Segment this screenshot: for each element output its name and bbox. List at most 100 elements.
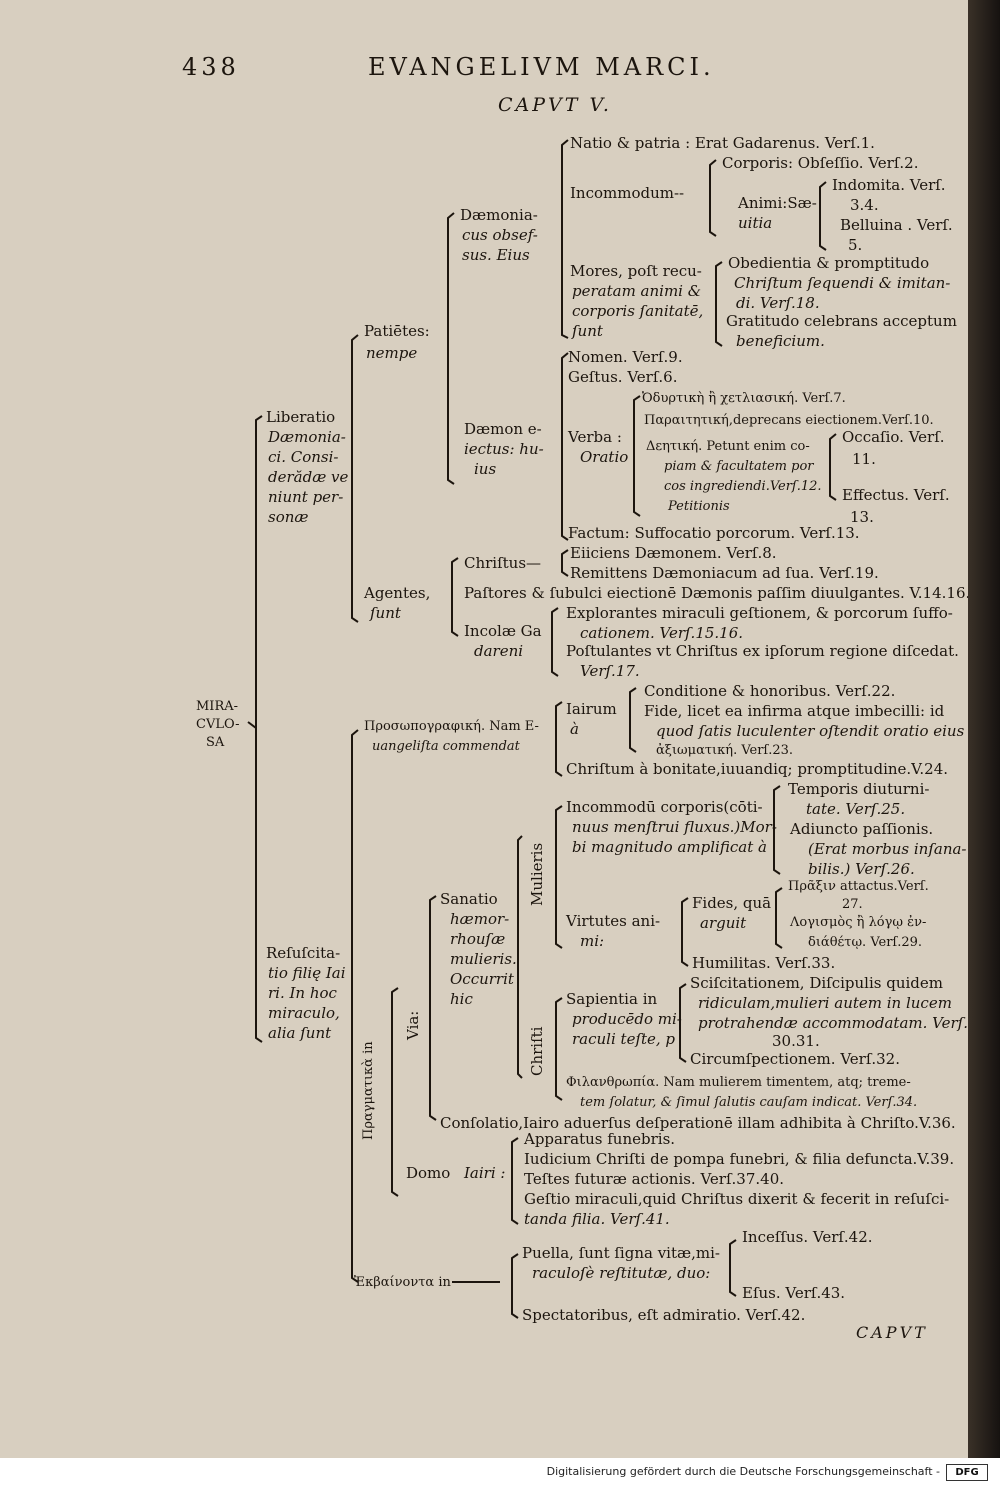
sciscitationem-4: 30.31. (772, 1032, 820, 1050)
puella-2: raculoſè reſtitutæ, duo: (532, 1264, 711, 1282)
incommodum: Incommodum-- (570, 184, 685, 202)
resuscitatio-3: ri. In hoc (268, 984, 337, 1002)
fide-1: Fide, licet ea infirma atque imbecilli: … (644, 702, 945, 720)
digitization-footer: Digitalisierung gefördert durch die Deut… (0, 1458, 1000, 1485)
christum: Chriſtum à bonitate,iuuandiq; promptitud… (566, 760, 949, 778)
domo-2: Iairi : (464, 1164, 506, 1182)
incommodu-2: nuus menſtrui fluxus.)Mor- (572, 818, 777, 836)
factum: Factum: Suffocatio porcorum. Verſ.13. (568, 524, 860, 542)
postulantes-2: Verſ.17. (580, 662, 640, 680)
dfg-logo: DFG (946, 1464, 988, 1481)
obedientia-1: Obedientia & promptitudo (728, 254, 930, 272)
sciscitationem-1: Sciſcitationem, Diſcipulis quidem (690, 974, 944, 992)
apparatus: Apparatus funebris. (524, 1130, 676, 1148)
root-label-3: SA (206, 735, 225, 750)
demoniacus-2: cus obsef- (462, 226, 538, 244)
puella-1: Puella, ſunt ſigna vitæ,mi- (522, 1244, 720, 1262)
deetike-3: cos ingrediendi.Verſ.12. (664, 479, 822, 494)
conditione: Conditione & honoribus. Verſ.22. (644, 682, 896, 700)
patientes-1: Patiētes: (364, 322, 430, 340)
mores-3: corporis ſanitatē, (572, 302, 704, 320)
humilitas: Humilitas. Verſ.33. (692, 954, 836, 972)
verba-2: Oratio (580, 448, 629, 466)
fide-3: ἀξιωματική. Verſ.23. (656, 743, 794, 758)
indomita-1: Indomita. Verſ. (832, 176, 946, 194)
testes: Teſtes futuræ actionis. Verſ.37.40. (524, 1170, 785, 1188)
iairum-2: à (570, 720, 579, 738)
animi-2: uitia (738, 214, 773, 232)
demoniacus-1: Dæmonia- (460, 206, 538, 224)
verba-1: Verba : (568, 428, 622, 446)
resuscitatio-5: alia ſunt (268, 1024, 332, 1042)
deetike-4: Petitionis (668, 499, 730, 514)
belluina-1: Belluina . Verſ. (840, 216, 953, 234)
iairum-1: Iairum (566, 700, 617, 718)
logismos-1: Λογισμὸς ἢ λόγῳ ἐν- (790, 915, 927, 930)
fides-1: Fides, quā (692, 894, 772, 912)
mores-4: ſunt (572, 322, 603, 340)
tree-brackets (247, 139, 837, 1319)
catchword: CAPVT (856, 1323, 928, 1342)
eiiciens: Eiiciens Dæmonem. Verſ.8. (570, 544, 777, 562)
greek-1: Ὀδυρτικὴ ἢ χετλιασική. Verſ.7. (642, 391, 846, 406)
christus: Chriſtus— (464, 554, 542, 572)
effectus-2: 13. (850, 508, 874, 526)
temporis-1: Temporis diuturni- (788, 780, 930, 798)
sanatio-4: mulieris. (450, 950, 517, 968)
via: Via: (404, 1010, 422, 1040)
temporis-2: tate. Verſ.25. (806, 800, 906, 818)
footer-text: Digitalisierung gefördert durch die Deut… (546, 1465, 940, 1478)
sanatio-6: hic (450, 990, 473, 1008)
obedientia-2: Chriſtum ſequendi & imitan- (734, 274, 951, 292)
natio: Natio & patria : Erat Gadarenus. Verſ.1. (570, 134, 875, 152)
explorantes-2: cationem. Verſ.15.16. (580, 624, 744, 642)
fide-2: quod ſatis luculenter oſtendit oratio ei… (656, 722, 965, 740)
fides-2: arguit (700, 914, 747, 932)
sanatio-2: hæmor- (450, 910, 510, 928)
occasio-1: Occaſio. Verſ. (842, 428, 945, 446)
gratitudo-1: Gratitudo celebrans acceptum (726, 312, 957, 330)
gestus: Geſtus. Verſ.6. (568, 368, 678, 386)
logismos-2: διάθέτῳ. Verſ.29. (808, 935, 923, 950)
deetike-1: Δεητική. Petunt enim co- (646, 439, 810, 454)
resuscitatio-2: tio filię Iai (268, 964, 346, 982)
effectus-1: Effectus. Verſ. (842, 486, 950, 504)
gestio-2: tanda filia. Verſ.41. (524, 1210, 670, 1228)
sapientia-1: Sapientia in (566, 990, 658, 1008)
page-edge-shadow (968, 0, 1000, 1458)
chapter-heading: CAPVT V. (498, 94, 612, 116)
incessus: Inceſſus. Verſ.42. (742, 1228, 873, 1246)
liberatio-4: derădæ ve (268, 468, 349, 486)
philanthropia-1: Φιλανθρωπία. Nam mulierem timentem, atq;… (566, 1075, 911, 1090)
indomita-2: 3.4. (850, 196, 879, 214)
domo-1: Domo (406, 1164, 451, 1182)
remittens: Remittens Dæmoniacum ad ſua. Verſ.19. (570, 564, 879, 582)
philanthropia-2: tem ſolatur, & ſimul ſalutis cauſam indi… (580, 1095, 918, 1110)
iudicium: Iudicium Chriſti de pompa funebri, & fil… (524, 1150, 955, 1168)
daemon-3: ius (474, 460, 497, 478)
mulieris: Mulieris (528, 842, 546, 906)
sapientia-2: producēdo mi- (572, 1010, 682, 1028)
postulantes-1: Poſtulantes vt Chriſtus ex ipſorum regio… (566, 642, 959, 660)
incommodu-1: Incommodū corporis(cōti- (566, 798, 763, 816)
adiuncto-2: (Erat morbus inſana- (808, 840, 967, 858)
virtutes-1: Virtutes ani- (566, 912, 661, 930)
greek-2: Παραιτητική,deprecans eiectionem.Verſ.10… (644, 413, 934, 428)
praxis-1: Πρᾶξιν attactus.Verſ. (788, 879, 929, 894)
patientes-2: nempe (366, 344, 418, 362)
liberatio-5: niunt per- (268, 488, 344, 506)
ekbainonta: Ἐκβαίνοντα in (354, 1275, 451, 1290)
liberatio-1: Liberatio (266, 408, 336, 426)
prosopographike-1: Προσωπογραφική. Nam E- (364, 719, 539, 734)
sanatio-3: rhouſæ (450, 930, 506, 948)
page-number: 438 (182, 53, 240, 81)
corporis: Corporis: Obſeſſio. Verſ.2. (722, 154, 919, 172)
consolatio: Conſolatio,Iairo aduerſus deſperationē i… (440, 1114, 956, 1132)
animi-1: Animi:Sæ- (738, 194, 817, 212)
book-page: 438 EVANGELIVM MARCI. CAPVT V. MIRA- CVL… (0, 0, 968, 1458)
root-label-2: CVLO- (196, 717, 240, 732)
adiuncto-1: Adiuncto paſſionis. (790, 820, 934, 838)
sciscitationem-2: ridiculam,mulieri autem in lucem (698, 994, 952, 1012)
gestio-1: Geſtio miraculi,quid Chriſtus dixerit & … (524, 1190, 950, 1208)
incolae-2: dareni (474, 642, 524, 660)
